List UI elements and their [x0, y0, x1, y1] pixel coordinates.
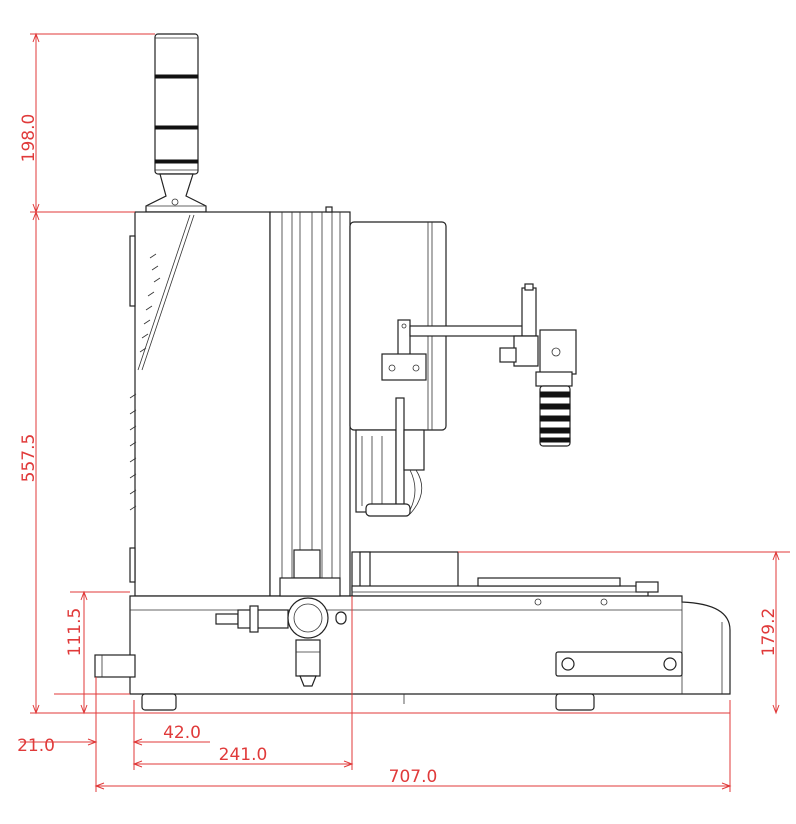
dimension-lines: [20, 32, 790, 792]
dim-label-table-height: 179.2: [759, 608, 779, 657]
cabinet: [129, 211, 271, 597]
dim-label-machine-height: 557.5: [19, 434, 39, 483]
camera-lens: [539, 385, 571, 447]
work-table: [351, 551, 659, 597]
dim-label-left-inset: 42.0: [163, 723, 201, 743]
dim-label-tower-height: 198.0: [19, 114, 39, 163]
dim-label-foot-offset: 21.0: [17, 736, 55, 756]
dim-label-column-offset: 241.0: [219, 745, 268, 765]
air-regulator: [215, 549, 347, 687]
signal-tower: [145, 33, 207, 213]
dim-label-base-height: 111.5: [65, 608, 85, 657]
column: [269, 206, 351, 597]
base: [94, 595, 731, 711]
dim-label-total-width: 707.0: [389, 767, 438, 787]
machine-side-view: [94, 33, 731, 711]
camera-arm: [381, 283, 577, 387]
